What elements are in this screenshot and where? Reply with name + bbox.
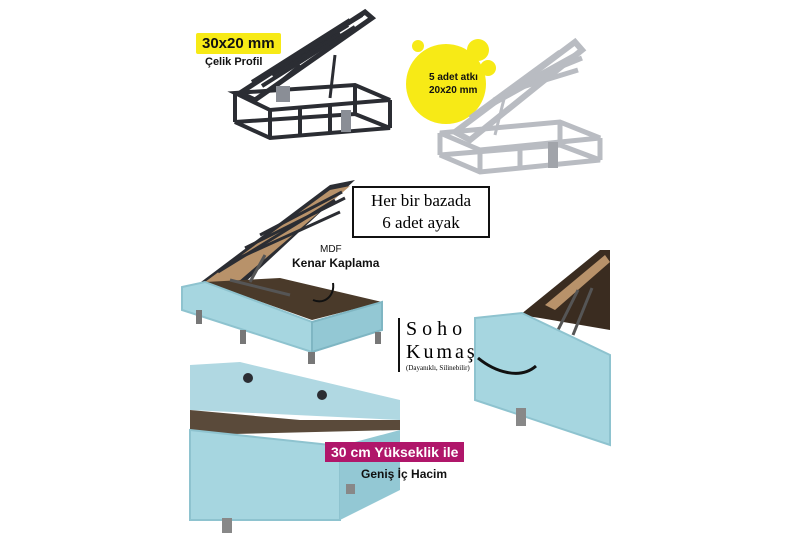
- brand-line1: Soho: [406, 318, 468, 340]
- frame-bracket: [276, 86, 290, 102]
- bed-bottom-closeup: [189, 362, 400, 533]
- profile-size-tag: 30x20 mm: [196, 33, 281, 54]
- edge-arrow: [312, 282, 335, 303]
- height-tag: 30 cm Yükseklik ile: [325, 442, 465, 462]
- crossbar-count: 5 adet atkı: [429, 72, 478, 83]
- edge-cover-label: Kenar Kaplama: [292, 256, 380, 270]
- yellow-dots: [406, 39, 496, 124]
- bed-corner-closeup: [474, 250, 611, 447]
- grey-steel-frame: [437, 37, 603, 175]
- profile-name: Çelik Profil: [205, 56, 263, 68]
- legs-line1: Her bir bazada: [370, 191, 472, 210]
- storage-bed-open: [181, 180, 383, 364]
- brand-block: Soho Kumaş (Dayanıklı, Silinebilir): [398, 318, 478, 372]
- brand-note: (Dayanıklı, Silinebilir): [406, 364, 470, 372]
- frame-leg-grey: [548, 142, 558, 168]
- frame-leg: [341, 110, 351, 132]
- brand-line2: Kumaş: [406, 341, 478, 363]
- fabric-arrow: [477, 356, 537, 375]
- legs-info-box: Her bir bazada 6 adet ayak: [352, 186, 490, 238]
- mdf-label: MDF: [320, 244, 342, 255]
- crossbar-size: 20x20 mm: [429, 85, 478, 96]
- dark-steel-frame: [227, 8, 392, 141]
- legs-line2: 6 adet ayak: [382, 213, 460, 232]
- volume-label: Geniş İç Hacim: [361, 467, 448, 481]
